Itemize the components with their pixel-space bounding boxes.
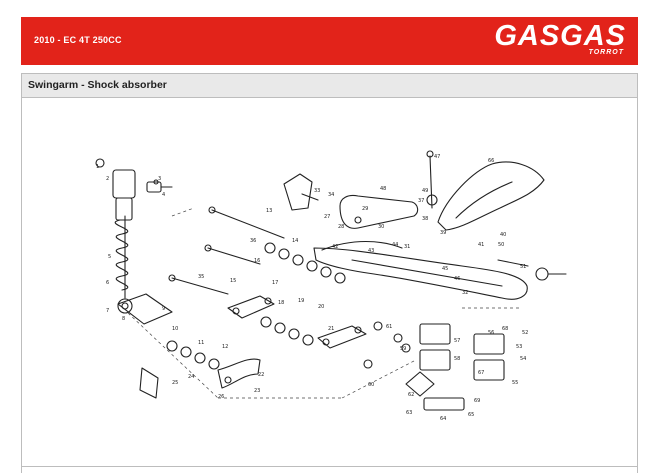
svg-text:52: 52 [522,330,528,336]
svg-text:40: 40 [500,232,506,238]
svg-text:30: 30 [378,224,384,230]
svg-text:14: 14 [292,238,298,244]
logo-subtitle: TORROT [588,49,624,56]
svg-text:38: 38 [422,216,428,222]
svg-text:58: 58 [454,356,460,362]
svg-text:64: 64 [440,416,446,422]
svg-text:63: 63 [406,410,412,416]
svg-text:22: 22 [258,372,264,378]
svg-text:24: 24 [188,374,194,380]
svg-text:59: 59 [400,346,406,352]
svg-text:45: 45 [442,266,448,272]
svg-text:21: 21 [328,326,334,332]
svg-text:1: 1 [96,164,99,170]
svg-text:42: 42 [332,244,338,250]
svg-text:17: 17 [272,280,278,286]
svg-text:5: 5 [108,254,111,260]
svg-text:39: 39 [440,230,446,236]
svg-text:13: 13 [266,208,272,214]
svg-text:32: 32 [462,290,468,296]
svg-text:35: 35 [198,274,204,280]
svg-text:49: 49 [422,188,428,194]
svg-text:47: 47 [434,154,440,160]
svg-text:55: 55 [512,380,518,386]
model-title: 2010 - EC 4T 250CC [34,35,122,45]
svg-text:61: 61 [386,324,392,330]
svg-text:18: 18 [278,300,284,306]
svg-text:4: 4 [162,192,165,198]
svg-text:43: 43 [368,248,374,254]
svg-text:8: 8 [122,316,125,322]
svg-text:3: 3 [158,176,161,182]
panel-footer-rule [22,466,637,467]
page-header: 2010 - EC 4T 250CC GASGAS TORROT [21,17,638,65]
svg-text:69: 69 [474,398,480,404]
section-title: Swingarm - Shock absorber [22,74,637,98]
svg-text:31: 31 [404,244,410,250]
svg-text:33: 33 [314,188,320,194]
svg-text:67: 67 [478,370,484,376]
svg-text:68: 68 [502,326,508,332]
svg-text:27: 27 [324,214,330,220]
svg-text:11: 11 [198,340,204,346]
parts-panel: Swingarm - Shock absorber [21,73,638,473]
svg-text:60: 60 [368,382,374,388]
svg-text:12: 12 [222,344,228,350]
svg-text:65: 65 [468,412,474,418]
svg-text:51: 51 [520,264,526,270]
svg-text:7: 7 [106,308,109,314]
svg-text:15: 15 [230,278,236,284]
svg-text:9: 9 [162,306,165,312]
svg-text:6: 6 [106,280,109,286]
svg-text:29: 29 [362,206,368,212]
svg-text:53: 53 [516,344,522,350]
svg-text:23: 23 [254,388,260,394]
svg-text:16: 16 [254,258,260,264]
svg-text:36: 36 [250,238,256,244]
svg-text:44: 44 [392,242,398,248]
svg-text:25: 25 [172,380,178,386]
svg-text:62: 62 [408,392,414,398]
svg-text:26: 26 [218,394,224,400]
svg-text:46: 46 [454,276,460,282]
svg-text:34: 34 [328,192,334,198]
svg-text:19: 19 [298,298,304,304]
svg-text:48: 48 [380,186,386,192]
svg-text:37: 37 [418,198,424,204]
svg-text:66: 66 [488,158,494,164]
svg-text:56: 56 [488,330,494,336]
svg-text:54: 54 [520,356,526,362]
gasgas-logo: GASGAS TORROT [444,20,626,59]
svg-text:2: 2 [106,176,109,182]
logo-wordmark: GASGAS [494,20,626,52]
svg-text:50: 50 [498,242,504,248]
svg-text:10: 10 [172,326,178,332]
svg-text:20: 20 [318,304,324,310]
svg-text:57: 57 [454,338,460,344]
svg-text:41: 41 [478,242,484,248]
svg-text:28: 28 [338,224,344,230]
